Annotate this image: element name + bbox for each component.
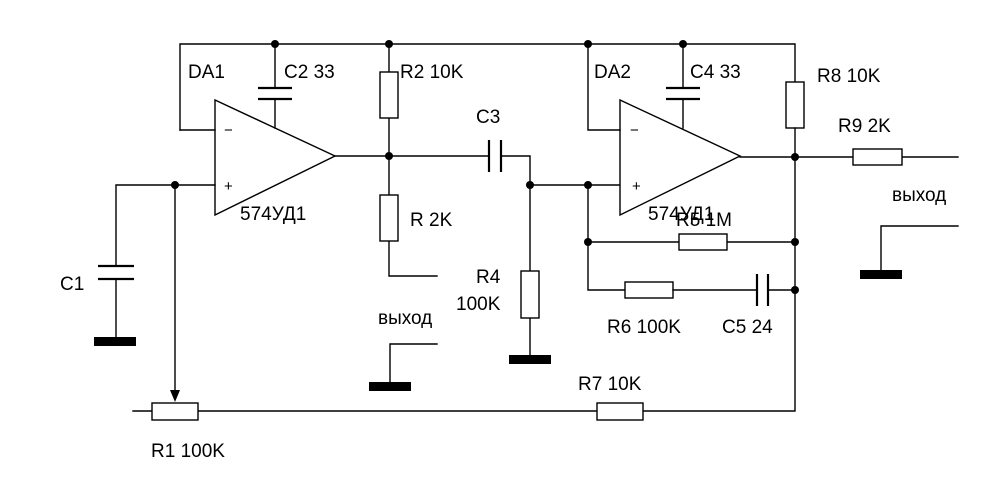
resistor-r8: R8 10K <box>785 66 881 158</box>
resistor-r9: R9 2K <box>838 116 903 166</box>
output-2-label: выход <box>892 185 946 206</box>
r6-label: R6 100K <box>607 317 681 338</box>
junction-dots <box>171 40 799 294</box>
resistor-r2: R2 10K <box>379 43 464 157</box>
c1-label: C1 <box>60 274 84 295</box>
opamp-da2: − + DA2 574УД1 <box>594 62 742 225</box>
da2-inverting-pin-label: − <box>630 122 639 139</box>
resistor-r5: R5 1M <box>676 210 732 251</box>
capacitor-c1: C1 <box>60 264 136 346</box>
c2-label: C2 33 <box>284 62 335 83</box>
da1-inverting-pin-label: − <box>224 122 233 139</box>
r1-label: R1 100K <box>151 441 225 462</box>
r4-ref-label: R4 <box>476 267 501 288</box>
top-rail-wire <box>179 43 796 131</box>
da1-part-label: 574УД1 <box>240 204 306 225</box>
c4-label: C4 33 <box>690 62 741 83</box>
r2-label: R2 10K <box>400 62 464 83</box>
capacitor-c3: C3 <box>476 107 503 172</box>
c3-label: C3 <box>476 107 500 128</box>
da1-input-wire <box>115 184 216 267</box>
capacitor-c5: C5 24 <box>722 274 773 338</box>
r-label: R 2K <box>410 210 453 231</box>
output-1-label: выход <box>378 308 432 329</box>
resistor-r6: R6 100K <box>607 281 796 338</box>
output-2-ground <box>860 270 902 279</box>
capacitor-c4: C4 33 <box>666 43 741 129</box>
output-2: выход <box>860 185 959 279</box>
opamp-da1: − + DA1 574УД1 <box>188 62 337 225</box>
feedback-network-wire <box>587 184 796 291</box>
da1-noninverting-pin-label: + <box>224 178 233 195</box>
potentiometer-r1: R1 100K <box>132 156 796 462</box>
resistor-r4: R4 100K <box>456 184 551 364</box>
r5-label: R5 1M <box>676 210 732 231</box>
c1-ground <box>94 337 136 346</box>
da1-ref-label: DA1 <box>188 62 225 83</box>
da2-part-label: 574УД1 <box>648 204 714 225</box>
r7-label: R7 10K <box>578 374 642 395</box>
r8-label: R8 10K <box>817 66 881 87</box>
resistor-r: R 2K <box>379 155 453 277</box>
output-1-ground <box>369 382 411 391</box>
r4-ground <box>509 355 551 364</box>
r4-value-label: 100K <box>456 294 501 315</box>
da1-output-wire <box>334 155 621 186</box>
resistor-r7: R7 10K <box>578 374 644 421</box>
da2-ref-label: DA2 <box>594 62 631 83</box>
c5-label: C5 24 <box>722 317 773 338</box>
output-1: выход <box>369 308 438 391</box>
da2-noninverting-pin-label: + <box>632 178 641 195</box>
capacitor-c2: C2 33 <box>258 43 335 129</box>
r9-label: R9 2K <box>838 116 891 137</box>
da2-feedback-wire <box>587 43 621 131</box>
